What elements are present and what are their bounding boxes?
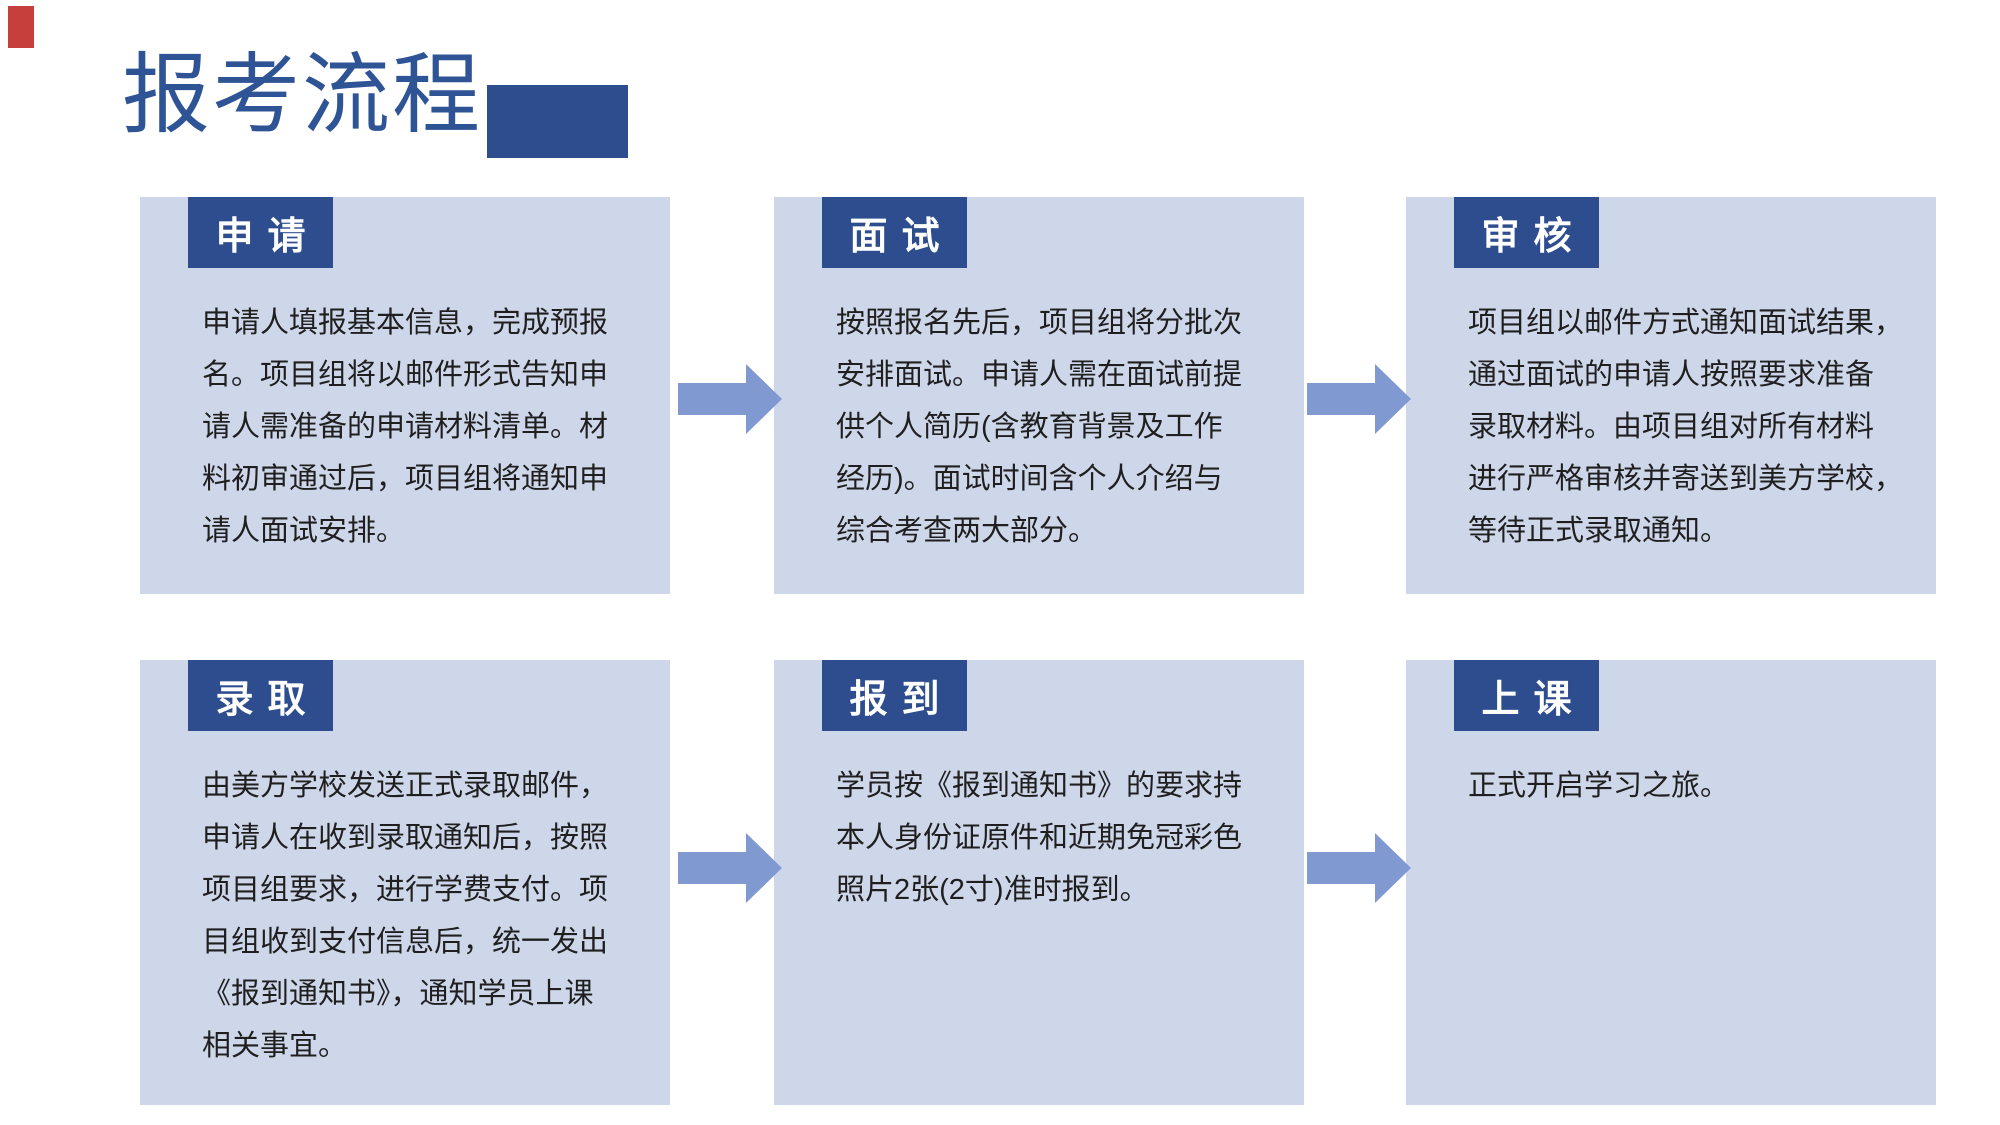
card-tab-label: 面试 (849, 216, 954, 258)
corner-accent-mark (8, 6, 34, 48)
process-card-review: 审核 项目组以邮件方式通知面试结果， 通过面试的申请人按照要求准备 录取材料。由… (1406, 197, 1936, 594)
page-title: 报考流程 (122, 45, 483, 144)
flow-arrow-3 (678, 833, 782, 903)
process-card-admission: 录取 由美方学校发送正式录取邮件， 申请人在收到录取通知后，按照 项目组要求，进… (140, 660, 670, 1105)
right-arrow-icon (1307, 833, 1411, 903)
flow-arrow-4 (1307, 833, 1411, 903)
card-tab-admission: 录取 (188, 660, 333, 731)
card-tab-apply: 申请 (188, 197, 333, 268)
card-tab-classes: 上课 (1454, 660, 1599, 731)
card-tab-review: 审核 (1454, 197, 1599, 268)
process-card-registration: 报到 学员按《报到通知书》的要求持 本人身份证原件和近期免冠彩色 照片2张(2寸… (774, 660, 1304, 1105)
card-body-text: 项目组以邮件方式通知面试结果， 通过面试的申请人按照要求准备 录取材料。由项目组… (1468, 307, 1904, 547)
process-card-apply: 申请 申请人填报基本信息，完成预报 名。项目组将以邮件形式告知申 请人需准备的申… (140, 197, 670, 594)
card-body-text: 按照报名先后，项目组将分批次 安排面试。申请人需在面试前提 供个人简历(含教育背… (836, 307, 1243, 547)
process-card-classes: 上课 正式开启学习之旅。 (1406, 660, 1936, 1105)
card-tab-registration: 报到 (822, 660, 967, 731)
right-arrow-icon (1307, 364, 1411, 434)
card-tab-label: 审核 (1481, 216, 1586, 258)
card-tab-interview: 面试 (822, 197, 967, 268)
card-body-text: 正式开启学习之旅。 (1468, 770, 1730, 802)
card-body-text: 申请人填报基本信息，完成预报 名。项目组将以邮件形式告知申 请人需准备的申请材料… (202, 307, 609, 547)
process-card-interview: 面试 按照报名先后，项目组将分批次 安排面试。申请人需在面试前提 供个人简历(含… (774, 197, 1304, 594)
card-body-text: 由美方学校发送正式录取邮件， 申请人在收到录取通知后，按照 项目组要求，进行学费… (202, 770, 609, 1062)
right-arrow-icon (678, 833, 782, 903)
title-accent-rect (487, 85, 628, 158)
flow-arrow-1 (678, 364, 782, 434)
card-tab-label: 录取 (215, 679, 320, 721)
card-body-text: 学员按《报到通知书》的要求持 本人身份证原件和近期免冠彩色 照片2张(2寸)准时… (836, 770, 1243, 906)
card-tab-label: 报到 (849, 679, 954, 721)
card-tab-label: 申请 (215, 216, 320, 258)
flow-arrow-2 (1307, 364, 1411, 434)
card-tab-label: 上课 (1481, 679, 1586, 721)
right-arrow-icon (678, 364, 782, 434)
